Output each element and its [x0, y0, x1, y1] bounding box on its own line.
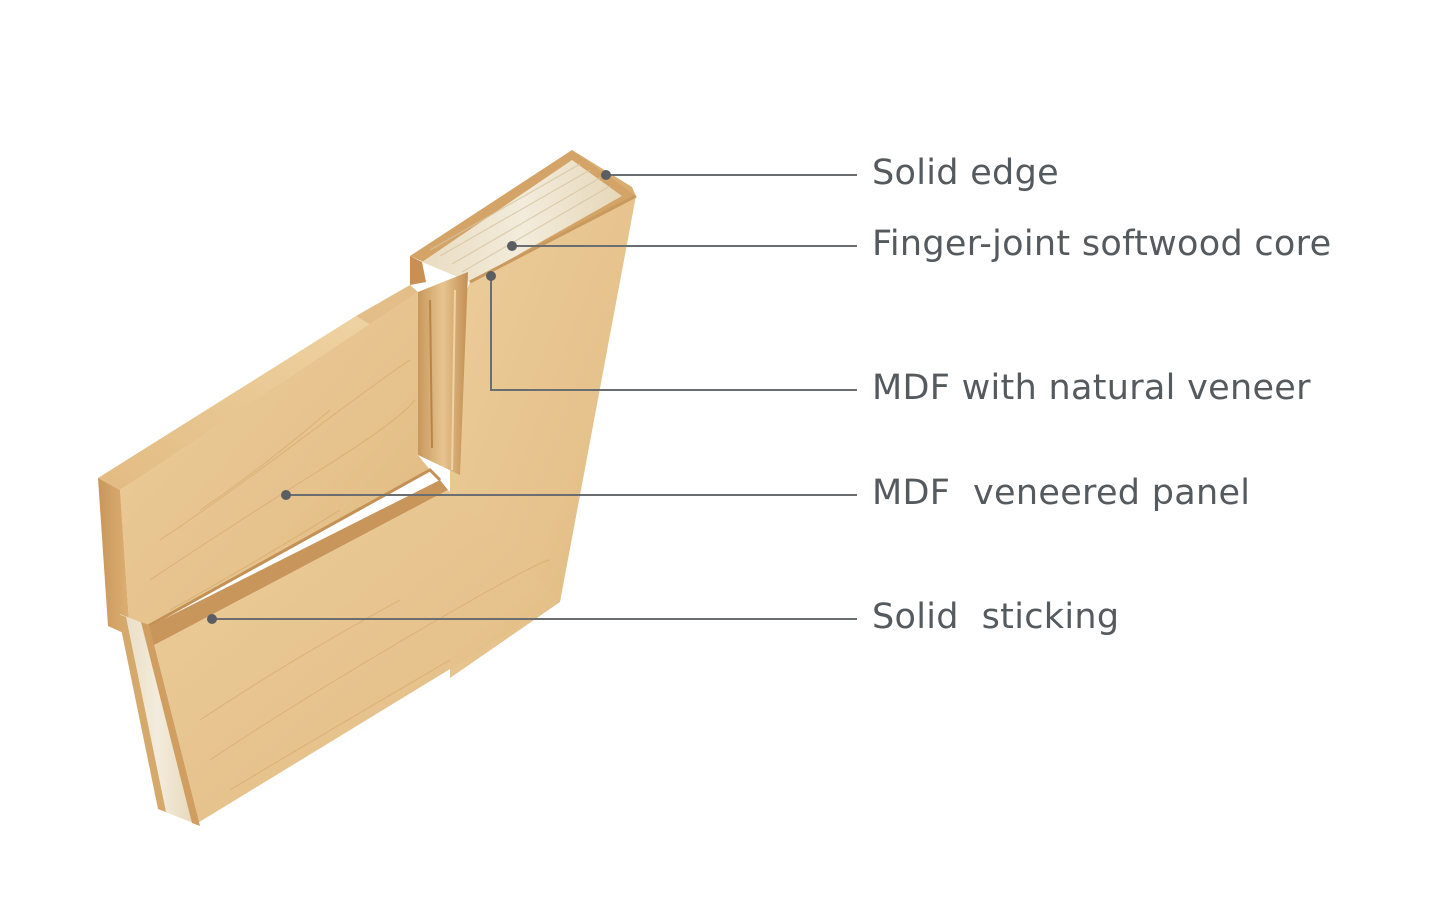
panel-top-edge — [98, 316, 372, 490]
panel-front-face — [120, 292, 430, 636]
label-softwood-core: Finger-joint softwood core — [872, 224, 1332, 264]
label-mdf-veneer: MDF with natural veneer — [872, 368, 1311, 408]
groove-shadow-line — [429, 299, 433, 449]
groove-highlight-line — [451, 289, 456, 471]
rail-end-core — [120, 614, 196, 824]
veneered-panel — [98, 285, 442, 638]
rail-front-face — [145, 490, 560, 824]
sticking-groove — [130, 480, 448, 650]
panel-frame-line — [129, 468, 442, 638]
rail-grain — [199, 559, 551, 791]
leader-solid-edge — [601, 170, 857, 180]
panel-left-side — [98, 478, 130, 636]
leader-mdf-veneer — [486, 271, 857, 391]
rail-end-veneer-right — [141, 622, 200, 826]
stile-groove — [418, 272, 468, 475]
leader-sticking — [207, 614, 857, 624]
label-solid-edge: Solid edge — [872, 153, 1059, 193]
label-veneered-panel: MDF veneered panel — [872, 473, 1251, 513]
softwood-core — [422, 160, 622, 282]
bottom-rail — [118, 480, 560, 826]
leader-core — [507, 241, 857, 251]
core-grain — [429, 163, 611, 273]
panel-grain — [149, 359, 416, 611]
label-solid-sticking: Solid sticking — [872, 597, 1120, 637]
stile-left-side — [410, 256, 426, 285]
rail-end-veneer-left — [118, 614, 166, 812]
leader-panel — [281, 490, 857, 500]
panel-raised-lip — [356, 285, 418, 326]
mdf-veneer-layer — [469, 194, 637, 284]
